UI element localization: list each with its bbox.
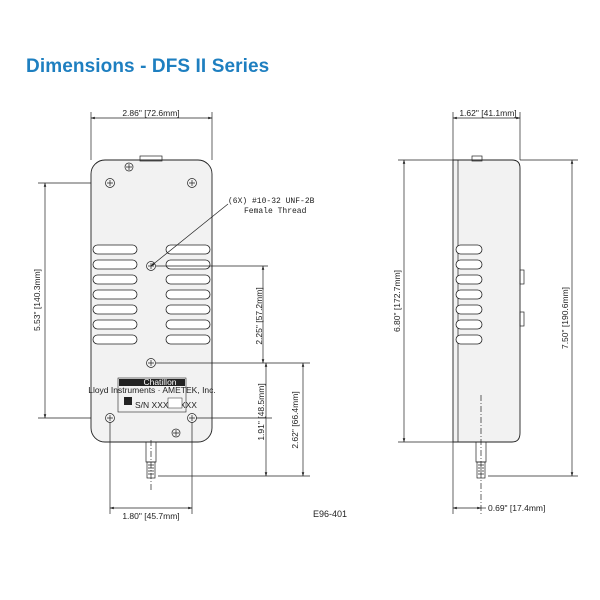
front-height-label: 5.53" [140.3mm] bbox=[32, 269, 42, 331]
drawing-number: E96-401 bbox=[313, 509, 347, 519]
front-width-label: 2.86" [72.6mm] bbox=[122, 108, 179, 118]
bottom-width-label: 1.80" [45.7mm] bbox=[122, 511, 179, 521]
side-width-label: 1.62" [41.1mm] bbox=[459, 108, 516, 118]
side-view: 1.62" [41.1mm] 6.80" [172.7mm] bbox=[392, 108, 578, 514]
side-height-750-label: 7.50" [190.6mm] bbox=[560, 287, 570, 349]
thread-note-line1: (6X) #10-32 UNF-2B bbox=[228, 197, 315, 206]
dim-262-label: 2.62" [66.4mm] bbox=[290, 391, 300, 448]
page-title: Dimensions - DFS II Series bbox=[26, 56, 270, 77]
label-brand: Chatillon bbox=[143, 377, 176, 387]
load-shaft bbox=[145, 440, 157, 490]
mounting-hole bbox=[146, 358, 156, 368]
front-view: 2.86" [72.6mm] 5.53" [140.3mm] bbox=[32, 108, 315, 521]
side-offset-label: 0.69" [17.4mm] bbox=[488, 503, 545, 513]
label-serial: S/N XXXXXXXX bbox=[135, 400, 197, 410]
front-vent-slots-right bbox=[165, 244, 211, 345]
thread-note-line2: Female Thread bbox=[244, 207, 307, 216]
side-housing bbox=[452, 159, 521, 443]
front-vent-slots-left bbox=[92, 244, 138, 345]
product-label: Chatillon Lloyd Instruments · AMETEK, In… bbox=[88, 377, 216, 413]
dim-191-label: 1.91" [48.5mm] bbox=[256, 383, 266, 440]
dim-225-label: 2.25" [57.2mm] bbox=[254, 287, 264, 344]
mounting-hole bbox=[187, 178, 197, 188]
side-load-shaft bbox=[475, 395, 487, 514]
side-vent-slots bbox=[455, 244, 483, 345]
mounting-hole bbox=[171, 428, 181, 438]
mounting-hole bbox=[105, 178, 115, 188]
side-height-680-label: 6.80" [172.7mm] bbox=[392, 270, 402, 332]
mounting-hole bbox=[124, 162, 134, 172]
label-subtitle: Lloyd Instruments · AMETEK, Inc. bbox=[88, 385, 216, 395]
